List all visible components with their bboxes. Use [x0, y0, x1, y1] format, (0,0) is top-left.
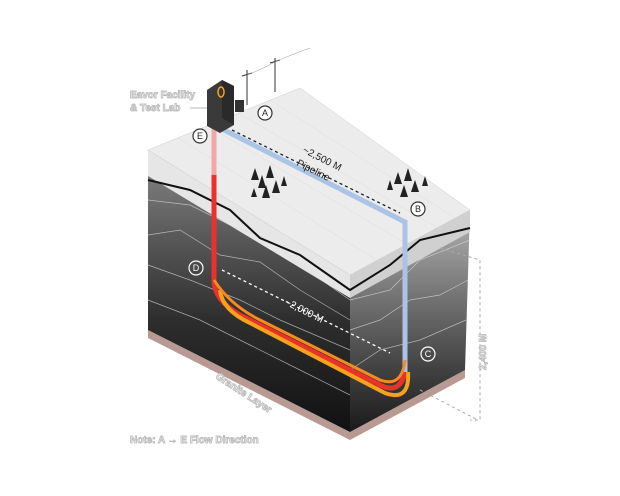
topsoil-right [350, 210, 470, 298]
marker-c: C [420, 346, 436, 362]
hot-pipe [211, 175, 408, 391]
svg-text:B: B [415, 204, 421, 214]
dark-crack-line [147, 179, 471, 292]
marker-a: A [257, 105, 273, 121]
depth-label: 2,400 M [478, 334, 489, 370]
svg-text:C: C [425, 349, 432, 359]
strata-lines [147, 199, 471, 396]
granite-layer [148, 330, 465, 440]
warm-pipe-loop-2 [212, 279, 407, 384]
svg-text:D: D [193, 263, 200, 273]
power-lines [241, 47, 311, 105]
facility-label-line2: & Test Lab [130, 103, 180, 114]
marker-e: E [192, 128, 208, 144]
depth-dimension-line [419, 247, 481, 421]
svg-text:A: A [262, 108, 268, 118]
svg-text:E: E [197, 131, 203, 141]
trees [251, 165, 428, 198]
topsoil-left [148, 150, 350, 298]
facility-label-line1: Eavor Facility [130, 90, 195, 101]
facility-building [207, 80, 244, 133]
flow-direction-note: Note: A → E Flow Direction [130, 435, 259, 446]
horizontal-distance-line [231, 129, 401, 214]
marker-d: D [188, 260, 204, 276]
warm-pipe-loop [218, 289, 411, 398]
surface-grid [177, 99, 456, 263]
marker-b: B [410, 201, 426, 217]
lateral-distance-line [221, 269, 391, 354]
left-face [148, 150, 350, 432]
